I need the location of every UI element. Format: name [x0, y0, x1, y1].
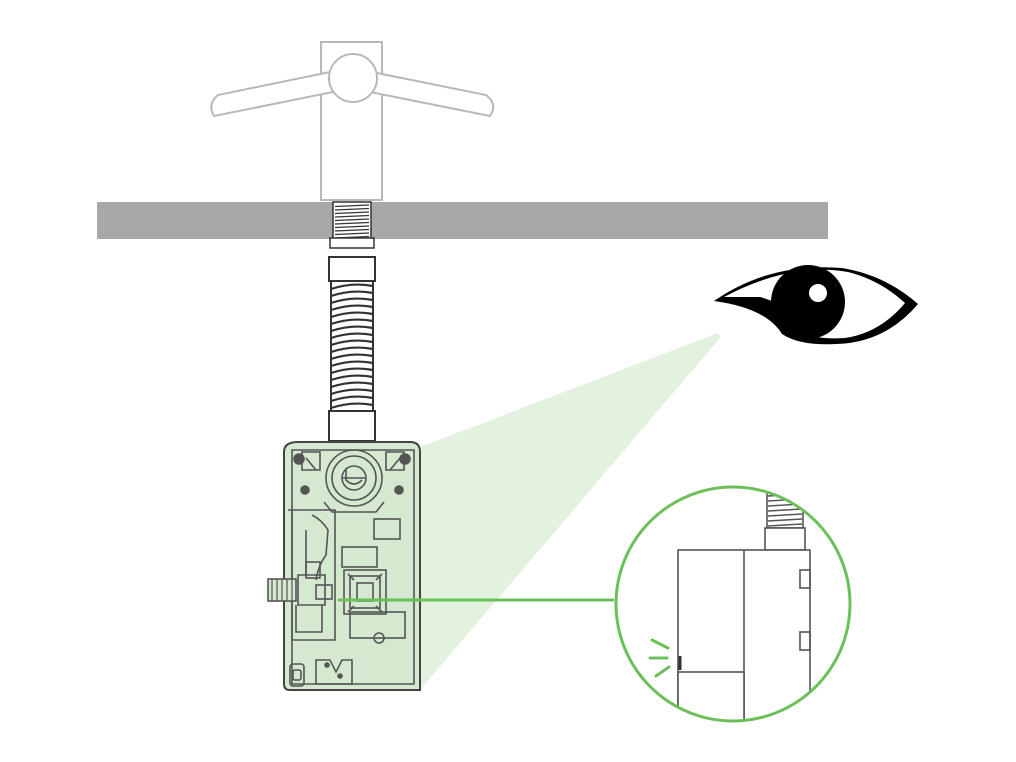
hose-coil [330, 297, 374, 305]
hose-coil [330, 346, 374, 354]
hose-coil [330, 283, 374, 291]
thread-line [767, 513, 803, 517]
thread-line [334, 211, 370, 215]
hose-coil [330, 395, 374, 403]
thread-line [334, 228, 370, 232]
indicator-glow [648, 638, 671, 678]
hose-coil [330, 360, 374, 368]
zoom-detail-circle [614, 484, 852, 723]
eye-icon [714, 265, 918, 345]
hose-coil [330, 402, 374, 410]
hose-coil [330, 367, 374, 375]
flexible-hose [328, 256, 376, 442]
thread-line [334, 207, 370, 211]
faucet-handle-left [210, 70, 335, 118]
hose-coil [330, 339, 374, 347]
hose-coil [330, 332, 374, 340]
mount-screw [399, 453, 411, 465]
thread-line [334, 214, 370, 218]
thread-line [334, 218, 370, 222]
hose-coil [330, 311, 374, 319]
hose-coil [330, 304, 374, 312]
countertop [97, 202, 828, 239]
faucet-icon [210, 41, 495, 201]
faucet-handle-right [368, 70, 495, 118]
hose-coil [330, 381, 374, 389]
thread-line [767, 518, 803, 522]
hose-coil [330, 388, 374, 396]
mount-screw [394, 485, 404, 495]
thread-line [334, 204, 370, 208]
threaded-stem [329, 201, 375, 249]
thread-line [334, 221, 370, 225]
thread-line [767, 508, 803, 512]
thread-line [767, 523, 803, 527]
hose-coil [330, 318, 374, 326]
mount-screw [300, 485, 310, 495]
thread-line [334, 225, 370, 229]
thread-line [767, 488, 803, 492]
thread-line [768, 484, 802, 486]
hose-coil [330, 353, 374, 361]
water-heater-unit [267, 441, 421, 691]
thread-line [334, 232, 370, 236]
hose-coil [330, 325, 374, 333]
hose-coil [330, 374, 374, 382]
hose-coil [330, 290, 374, 298]
faucet-knob [328, 53, 378, 103]
